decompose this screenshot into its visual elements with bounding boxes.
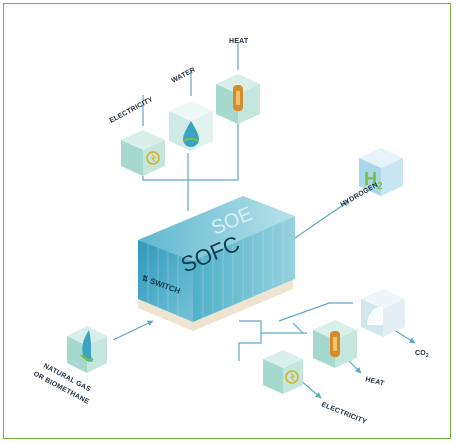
heat-output-label: HEAT: [365, 376, 386, 388]
fuel-arrow: [112, 320, 154, 341]
hydrogen-arrow: [294, 200, 350, 239]
heat-input-label: HEAT: [229, 38, 249, 45]
gas-flame-icon: [82, 330, 93, 362]
co2-output-cube: [361, 289, 405, 337]
container-base: [138, 280, 293, 331]
co2-output-label: CO2: [415, 350, 429, 359]
electricity-input-label: ELECTRICITY: [109, 96, 155, 125]
sofc-soe-container: SOE SOFC ⇅ SWITCH: [138, 196, 295, 331]
electricity-icon: [146, 151, 160, 165]
heat-output-cube: [313, 320, 357, 368]
water-drop-icon: [183, 121, 199, 147]
electricity-output-cube: [263, 350, 303, 394]
hydrogen-symbol: H2: [364, 169, 383, 192]
electricity-output-icon: [285, 370, 299, 384]
water-input-label: WATER: [171, 66, 197, 84]
hydrogen-output-cube: H2: [359, 148, 403, 196]
container-top: [138, 196, 295, 261]
electricity-input-cube: [121, 130, 165, 176]
input-lines: [142, 43, 239, 211]
sofc-soe-diagram: SOE SOFC ⇅ SWITCH ELECTRICITY WATER HEAT…: [32, 38, 429, 426]
heat-input-cube: [216, 74, 260, 124]
natural-gas-input-cube: [67, 326, 107, 373]
water-input-cube: [169, 101, 213, 151]
co2-cloud-icon: [367, 306, 383, 325]
container-side: [193, 216, 295, 322]
container-front: [138, 240, 193, 322]
electricity-output-label: ELECTRICITY: [320, 401, 367, 426]
